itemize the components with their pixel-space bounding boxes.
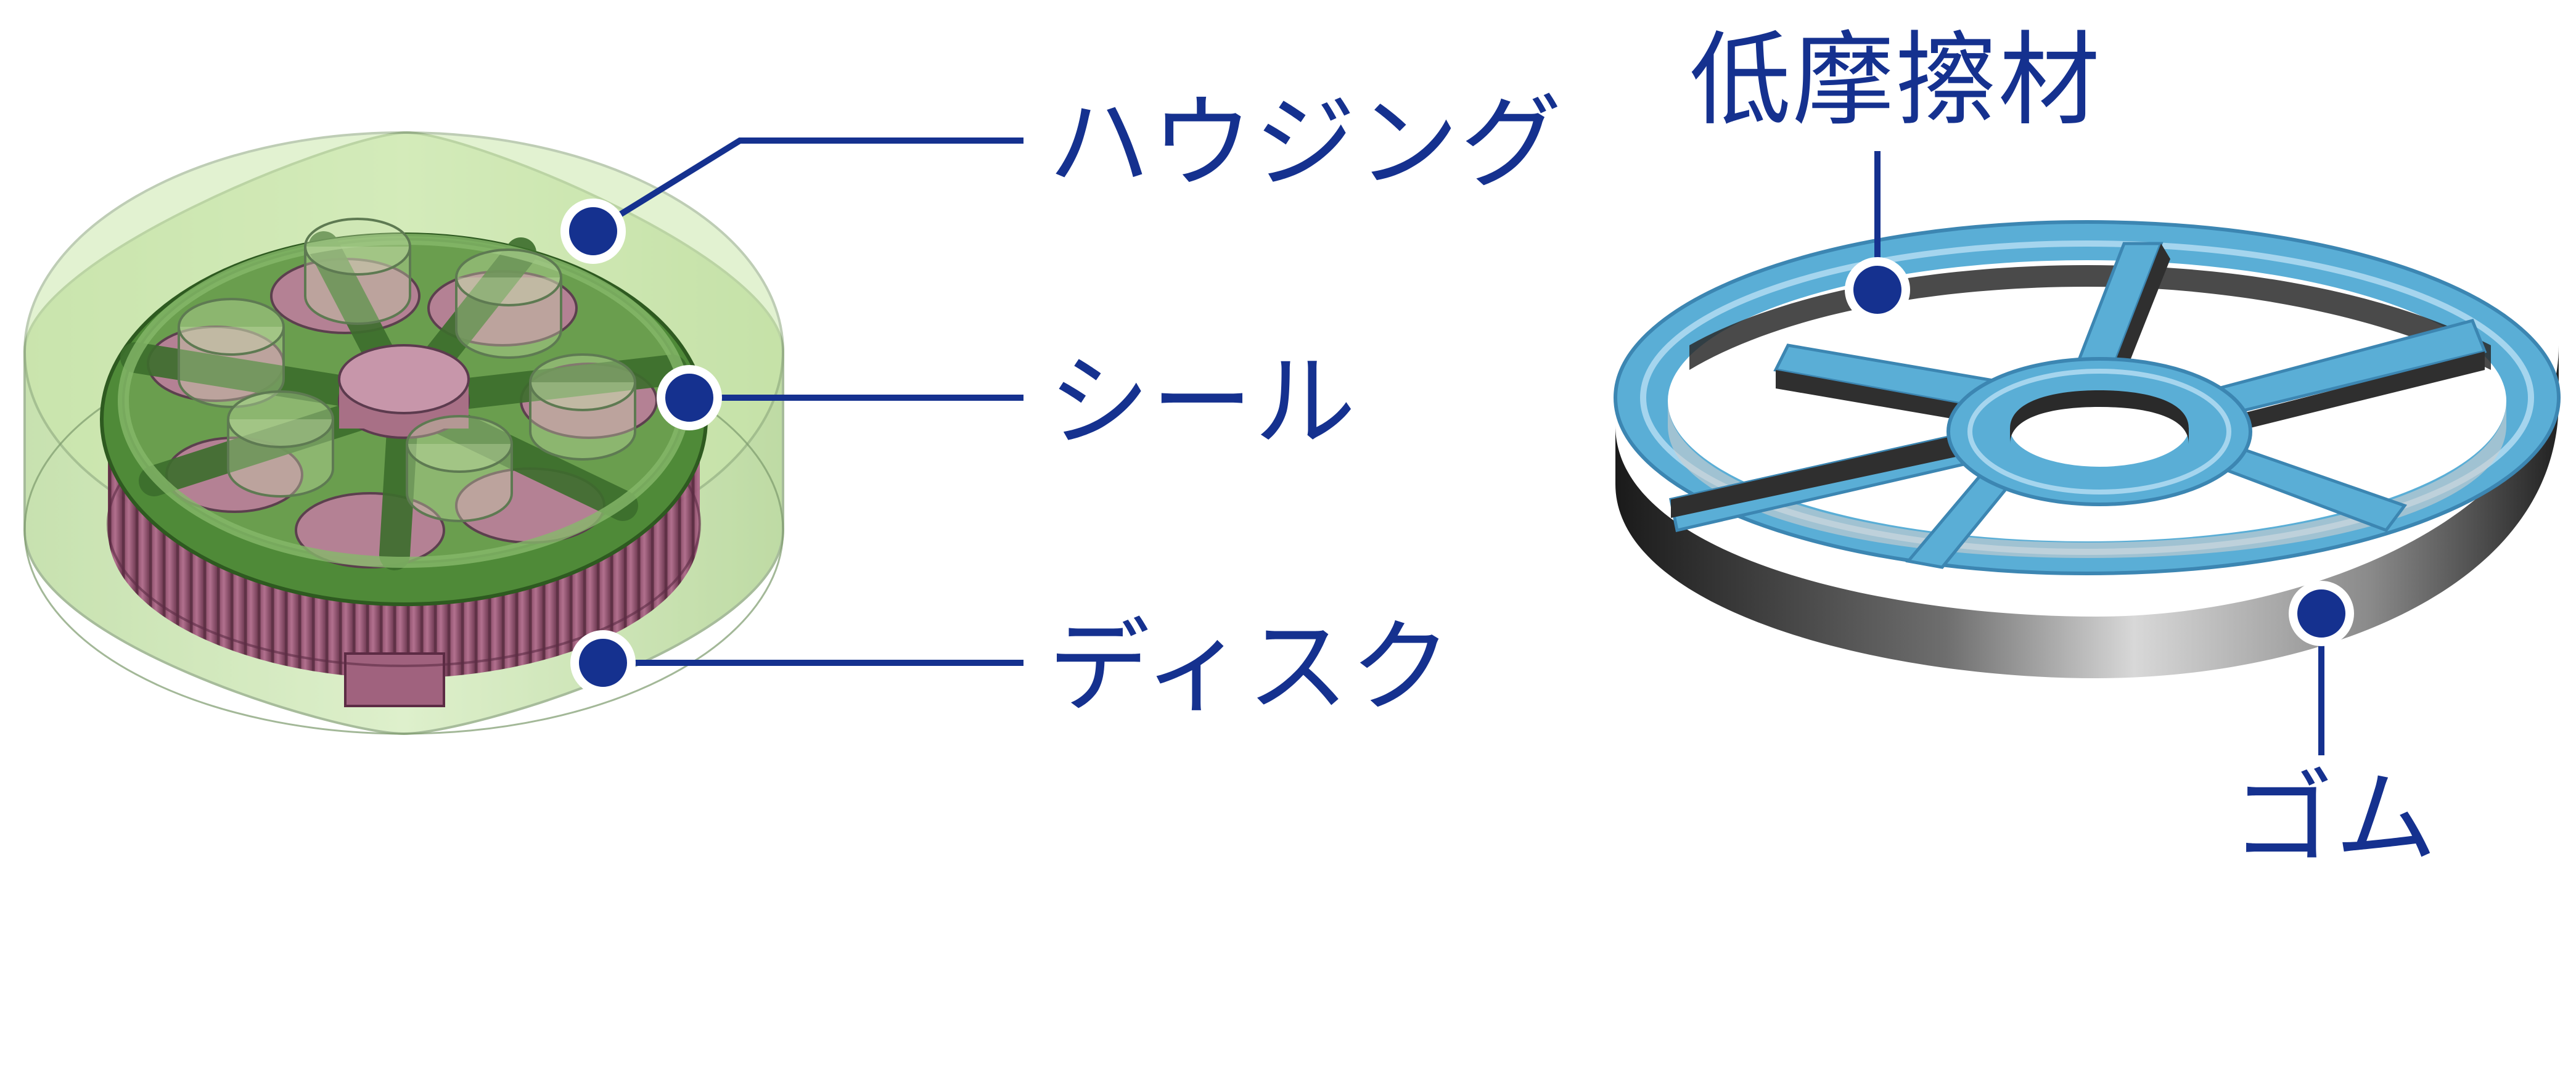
seal-hub <box>1946 357 2252 506</box>
seal-callout-dot <box>657 365 722 430</box>
housing-label: ハウジング <box>1048 84 1563 202</box>
low-friction-callout-dot <box>1845 257 1910 322</box>
housing-posts <box>178 218 636 522</box>
disc-callout-dot <box>570 630 636 696</box>
housing-callout-dot <box>560 199 626 264</box>
housing-callout-line <box>591 137 1023 234</box>
right-seal <box>1614 220 2561 678</box>
disc-label: ディスク <box>1048 608 1453 726</box>
seal-wheel <box>100 231 708 606</box>
rubber-label: ゴム <box>2232 759 2438 877</box>
callouts-left <box>591 137 1023 666</box>
low-friction-material-label: 低摩擦材 <box>1689 21 2101 139</box>
callout-dots-left <box>560 199 722 696</box>
left-assembly <box>23 131 784 736</box>
callout-dots-right <box>1845 257 2354 646</box>
rubber-callout-dot <box>2289 581 2354 646</box>
seal-label: シール <box>1048 343 1357 461</box>
